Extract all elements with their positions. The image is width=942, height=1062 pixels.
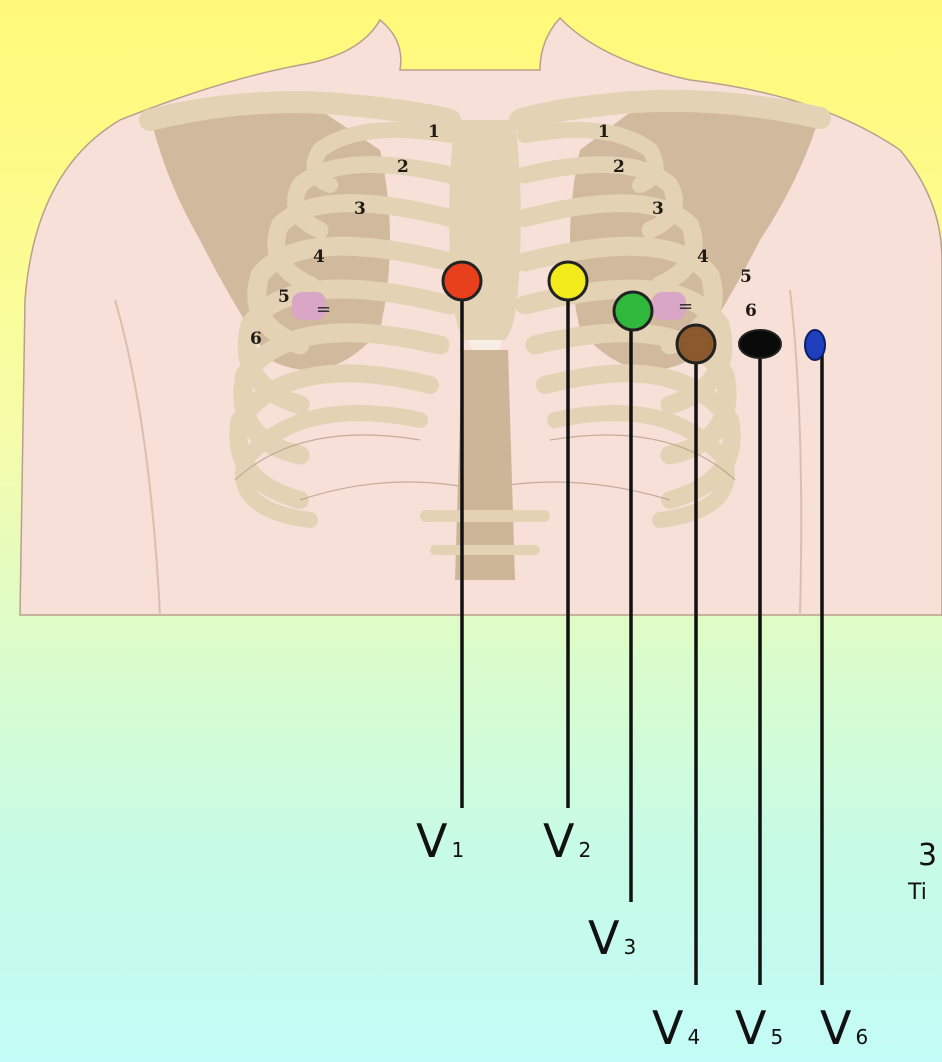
cropped-edge-text-1: 3 (918, 838, 937, 873)
lead-label-v5-letter: V (735, 1001, 766, 1055)
lead-label-v2-sub: 2 (578, 838, 591, 862)
svg-text:=: = (678, 296, 693, 317)
lead-label-v5-sub: 5 (770, 1025, 783, 1049)
lead-label-v4-letter: V (652, 1001, 683, 1055)
sternum (449, 120, 521, 340)
electrode-v1 (443, 262, 481, 300)
cropped-edge-text-2: Ti (908, 880, 927, 905)
lead-label-v3-letter: V (588, 911, 619, 965)
rib-number-l3: 3 (652, 199, 664, 219)
rib-number-r6: 6 (250, 329, 262, 349)
rib-number-r5: 5 (278, 287, 290, 307)
electrode-v2 (549, 262, 587, 300)
electrode-v4 (677, 325, 715, 363)
rib-number-l6: 6 (745, 301, 757, 321)
heart-marker-left: = (652, 292, 693, 320)
electrode-v6 (805, 330, 825, 360)
rib-number-r4: 4 (313, 247, 325, 267)
lead-label-v1-sub: 1 (451, 838, 464, 862)
lead-label-v3-sub: 3 (623, 935, 636, 959)
lead-label-v6-letter: V (820, 1001, 851, 1055)
rib-number-r1: 1 (428, 122, 440, 142)
svg-text:=: = (316, 299, 331, 320)
lead-label-v2-letter: V (543, 814, 574, 868)
lead-label-v6-sub: 6 (855, 1025, 868, 1049)
rib-number-l4: 4 (697, 247, 709, 267)
rib-number-r2: 2 (397, 157, 409, 177)
rib-number-l1: 1 (598, 122, 610, 142)
lead-label-v4-sub: 4 (687, 1025, 700, 1049)
electrode-v5 (739, 330, 781, 358)
lead-label-v1-letter: V (416, 814, 447, 868)
rib-number-l2: 2 (613, 157, 625, 177)
rib-number-r3: 3 (354, 199, 366, 219)
electrode-v3 (614, 292, 652, 330)
rib-number-l5: 5 (740, 267, 752, 287)
